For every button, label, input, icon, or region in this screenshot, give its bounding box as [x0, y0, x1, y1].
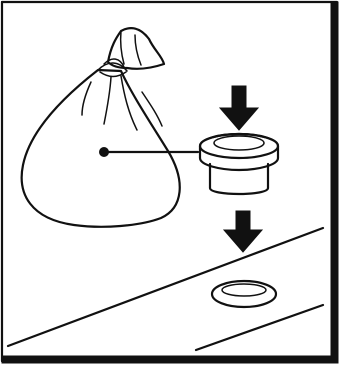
down-arrow-icon	[218, 85, 260, 131]
bag-top	[106, 27, 166, 70]
bag-crease-2	[120, 75, 138, 131]
bag-crease-3	[81, 81, 92, 116]
right-frame-bar	[330, 1, 339, 362]
down-arrow-icon-lower	[222, 210, 264, 253]
upper-surface-line	[6, 226, 325, 348]
bag-crease-1	[103, 76, 112, 125]
lower-surface-line	[194, 303, 325, 352]
plug-cap	[198, 132, 280, 172]
bag-crease-4	[141, 91, 163, 127]
plug-stem	[208, 162, 270, 196]
bag-body	[20, 68, 181, 228]
plug-icon	[198, 132, 280, 196]
bag-fold-1	[119, 30, 125, 65]
bag-tie	[103, 58, 125, 68]
bottom-frame-bar	[1, 355, 339, 364]
bag-tie-lower	[99, 71, 127, 78]
drain-hole-outer	[210, 279, 278, 309]
surface-lines	[6, 226, 325, 352]
drain-hole-inner	[221, 283, 267, 297]
drain-hole-icon	[210, 279, 278, 309]
bag-icon	[20, 27, 200, 228]
bag-fold-2	[134, 34, 142, 66]
plug-cap-top	[198, 132, 280, 160]
plug-cap-inner	[213, 135, 265, 151]
